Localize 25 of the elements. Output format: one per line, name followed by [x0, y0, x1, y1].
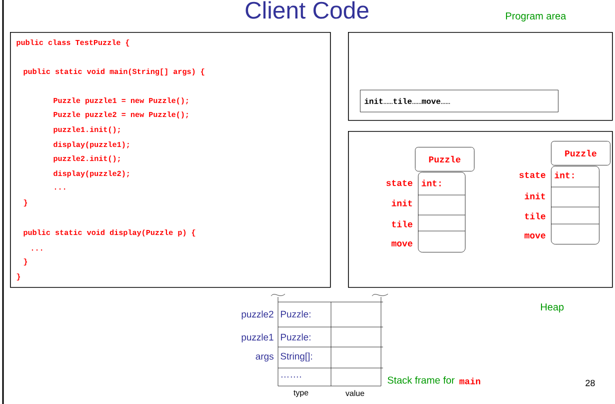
- node-label: state: [386, 180, 412, 186]
- page-number: 28: [586, 380, 595, 386]
- node-label: move: [392, 242, 412, 246]
- node-label: Heap: [541, 304, 564, 312]
- type-cell: Puzzle:: [280, 310, 310, 318]
- node-label: tile: [392, 220, 412, 228]
- variable-name: puzzle1: [242, 334, 274, 342]
- node-label: Program area: [506, 12, 566, 22]
- object-fields: state int: init tile move: [386, 172, 466, 252]
- class-header: Puzzle: [551, 141, 610, 166]
- caption: Stack frame for: [388, 376, 455, 384]
- type-cell: …….: [281, 376, 301, 378]
- node-label: init: [524, 192, 545, 200]
- caption-code: main: [460, 378, 480, 384]
- object-fields: state int: init tile move: [519, 166, 600, 244]
- node-label: move: [524, 234, 546, 238]
- type-cell: Puzzle:: [280, 334, 310, 340]
- type-cell: String[]:: [280, 352, 312, 362]
- node-label: tile: [524, 212, 546, 220]
- variable-name: args: [256, 354, 274, 362]
- class-header: Puzzle: [415, 147, 474, 172]
- node-label: init: [392, 200, 412, 206]
- variable-name: puzzle2: [242, 310, 274, 320]
- node-label: state: [519, 172, 546, 178]
- title: Client Code: [246, 1, 368, 19]
